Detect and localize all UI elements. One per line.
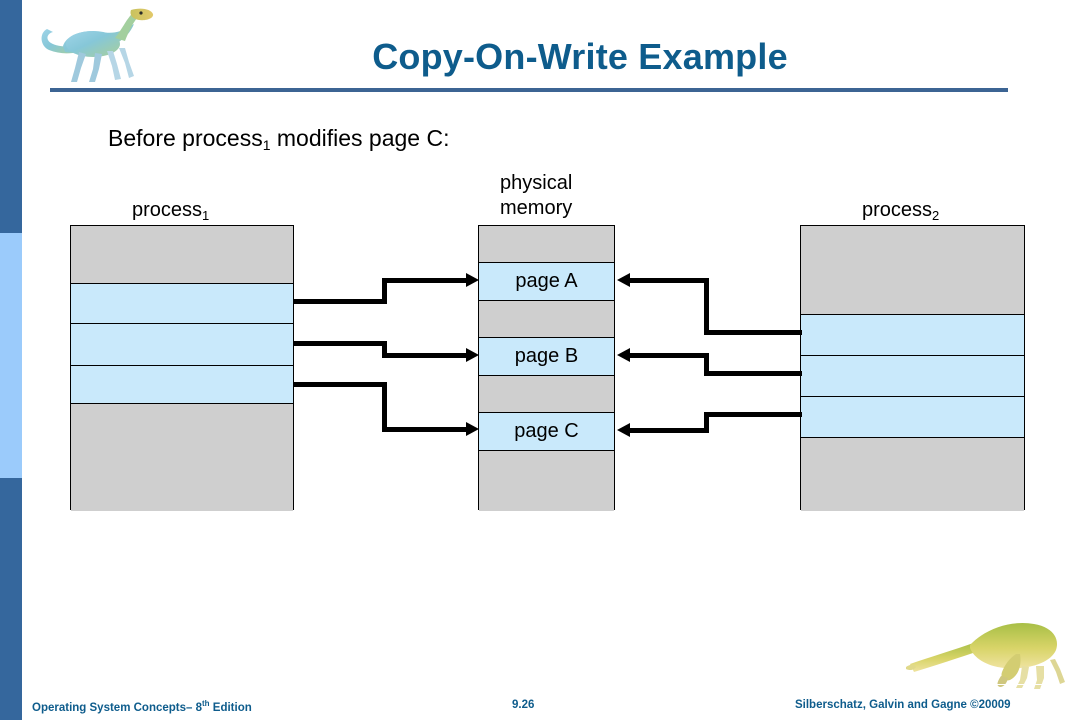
caption-after: modifies page C:	[270, 125, 450, 151]
connector-left-2-h2	[382, 353, 468, 358]
arrow-left-page-c	[617, 423, 630, 437]
connector-left-1-h1	[294, 299, 387, 304]
connector-right-2-h1	[629, 353, 709, 358]
arrow-left-page-a	[617, 273, 630, 287]
footer-book-title: Operating System Concepts	[32, 701, 187, 714]
slide-caption: Before process1 modifies page C:	[108, 125, 450, 153]
footer-slide-number: 9.26	[512, 699, 535, 711]
process1-frame-row-3	[71, 324, 293, 366]
physical-memory-frame-row-2-label: page A	[515, 270, 578, 292]
arrow-left-page-b	[617, 348, 630, 362]
sidebar-band-bottom	[0, 478, 22, 720]
arrow-right-page-c	[466, 422, 479, 436]
connector-left-1-h2	[382, 278, 468, 283]
connector-right-3-h2	[704, 412, 802, 417]
physical-memory-frame-row-3	[479, 301, 614, 338]
connector-left-3-v	[382, 382, 387, 432]
connector-left-3-h2	[382, 427, 468, 432]
caption-before: Before process	[108, 125, 263, 151]
footer-divider	[22, 684, 1080, 685]
process2-label: process2	[862, 199, 940, 223]
footer-left: Operating System Concepts– 8th Edition	[32, 699, 252, 717]
dinosaur-illustration-yellow	[906, 622, 1065, 689]
process1-frame-row-2	[71, 284, 293, 324]
sidebar-band-top	[0, 0, 22, 233]
process1-frame-row-5	[71, 404, 293, 511]
physical-memory-frame-row-6: page C	[479, 413, 614, 451]
connector-right-2-h2	[704, 371, 802, 376]
decorative-sidebar	[0, 0, 22, 720]
connector-right-3-v	[704, 412, 709, 433]
connector-left-3-h1	[294, 382, 387, 387]
process1-frame-row-1	[71, 226, 293, 284]
title-underline	[50, 88, 1008, 92]
process1-memory-column	[70, 225, 294, 511]
connector-left-2-v	[382, 341, 387, 358]
connector-right-1-v	[704, 278, 709, 334]
physical-memory-frame-row-2: page A	[479, 263, 614, 301]
process2-frame-row-4	[801, 397, 1024, 438]
connector-left-2-h1	[294, 341, 387, 346]
page-title: Copy-On-Write Example	[372, 36, 788, 77]
footer-edition-ordinal: th	[202, 699, 210, 708]
footer-copyright: Silberschatz, Galvin and Gagne ©20009	[795, 699, 1011, 711]
physical-memory-frame-row-6-label: page C	[514, 420, 579, 442]
process2-frame-row-2	[801, 315, 1024, 356]
process2-frame-row-5	[801, 438, 1024, 511]
physical-memory-frame-row-7	[479, 451, 614, 511]
physical-memory-column: page A page B page C	[478, 225, 615, 511]
process2-memory-column	[800, 225, 1025, 511]
connector-right-3-h1	[629, 428, 709, 433]
physical-memory-frame-row-1	[479, 226, 614, 263]
caption-subscript: 1	[262, 137, 271, 153]
physical-memory-frame-row-4: page B	[479, 338, 614, 376]
dinosaur-illustration-blue	[41, 8, 154, 82]
physical-memory-frame-row-4-label: page B	[514, 345, 579, 367]
physical-memory-frame-row-5	[479, 376, 614, 413]
process2-frame-row-1	[801, 226, 1024, 315]
process2-frame-row-3	[801, 356, 1024, 397]
connector-right-1-h1	[629, 278, 709, 283]
connector-right-2-v	[704, 353, 709, 375]
connector-left-1-v	[382, 278, 387, 304]
process1-label: process1	[132, 199, 210, 223]
arrow-right-page-b	[466, 348, 479, 362]
process1-frame-row-4	[71, 366, 293, 404]
footer-edition-dash: – 8	[186, 701, 203, 714]
connector-right-1-h2	[704, 330, 802, 335]
arrow-right-page-a	[466, 273, 479, 287]
footer-edition-tail: Edition	[209, 701, 252, 714]
sidebar-band-middle	[0, 233, 22, 478]
